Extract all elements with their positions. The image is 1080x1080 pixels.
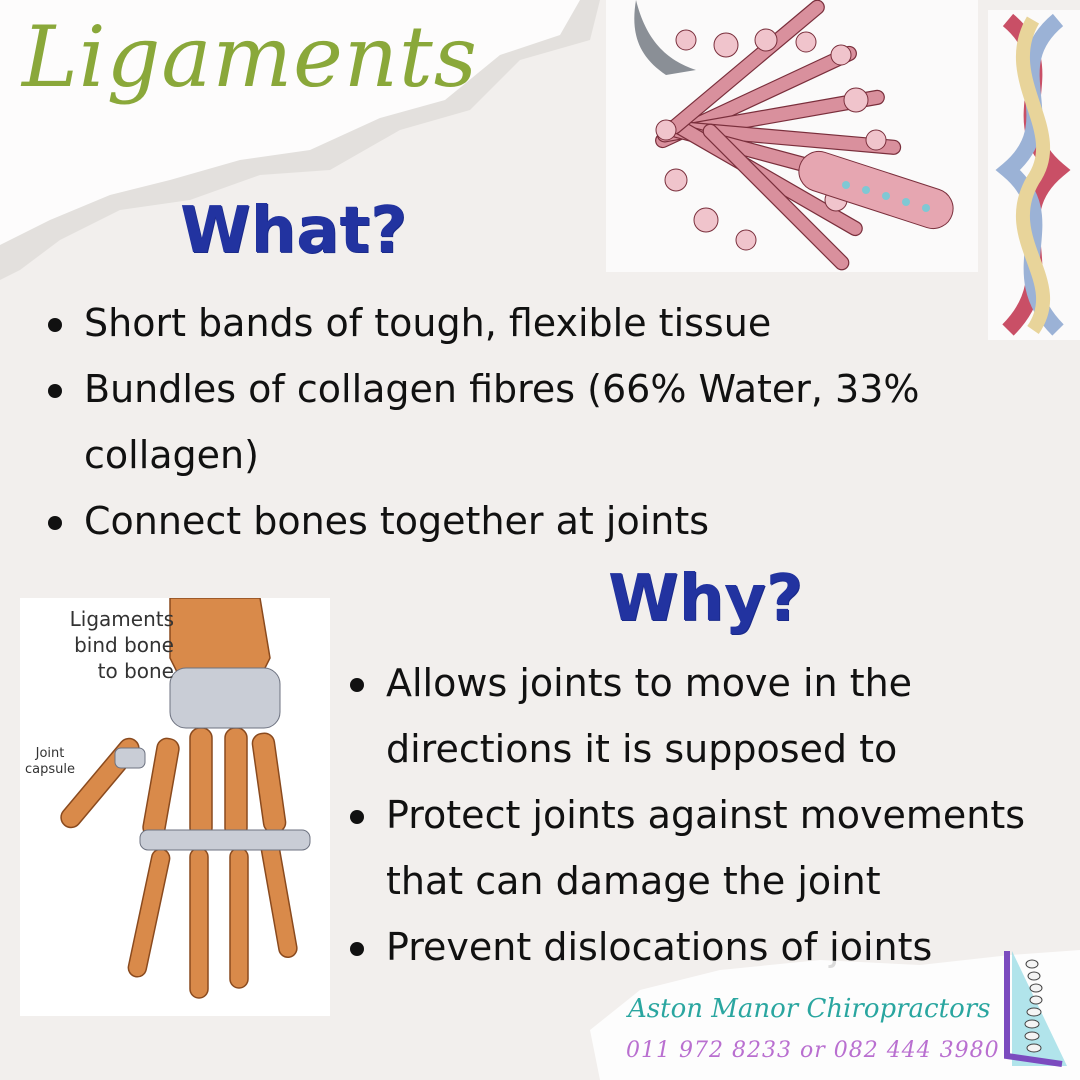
- clinic-name: Aston Manor Chiropractors: [628, 994, 991, 1024]
- hand-caption: Ligaments bind bone to bone: [69, 607, 174, 683]
- why-heading: Why?: [608, 562, 803, 636]
- clinic-phone: 011 972 8233 or 082 444 3980: [626, 1038, 1000, 1063]
- why-list: Allows joints to move in the directions …: [346, 650, 1076, 980]
- collagen-triple-helix-illustration: [988, 10, 1080, 340]
- why-item: Protect joints against movements that ca…: [346, 782, 1076, 914]
- spine-logo-icon: [1004, 951, 1067, 1067]
- why-item: Allows joints to move in the directions …: [346, 650, 1076, 782]
- what-heading: What?: [180, 194, 408, 268]
- collagen-fiber-illustration: [606, 0, 978, 272]
- what-item: Short bands of tough, flexible tissue: [44, 290, 1024, 356]
- joint-capsule-label: Joint capsule: [25, 746, 75, 777]
- what-item: Connect bones together at joints: [44, 488, 1024, 554]
- torn-paper-background: [0, 0, 600, 280]
- what-list: Short bands of tough, flexible tissue Bu…: [44, 290, 1024, 554]
- what-item: Bundles of collagen fibres (66% Water, 3…: [44, 356, 1024, 488]
- torn-paper-footer: [590, 950, 1080, 1080]
- hand-ligaments-illustration: Ligaments bind bone to bone Joint capsul…: [20, 598, 330, 1016]
- page-title: Ligaments: [22, 8, 478, 106]
